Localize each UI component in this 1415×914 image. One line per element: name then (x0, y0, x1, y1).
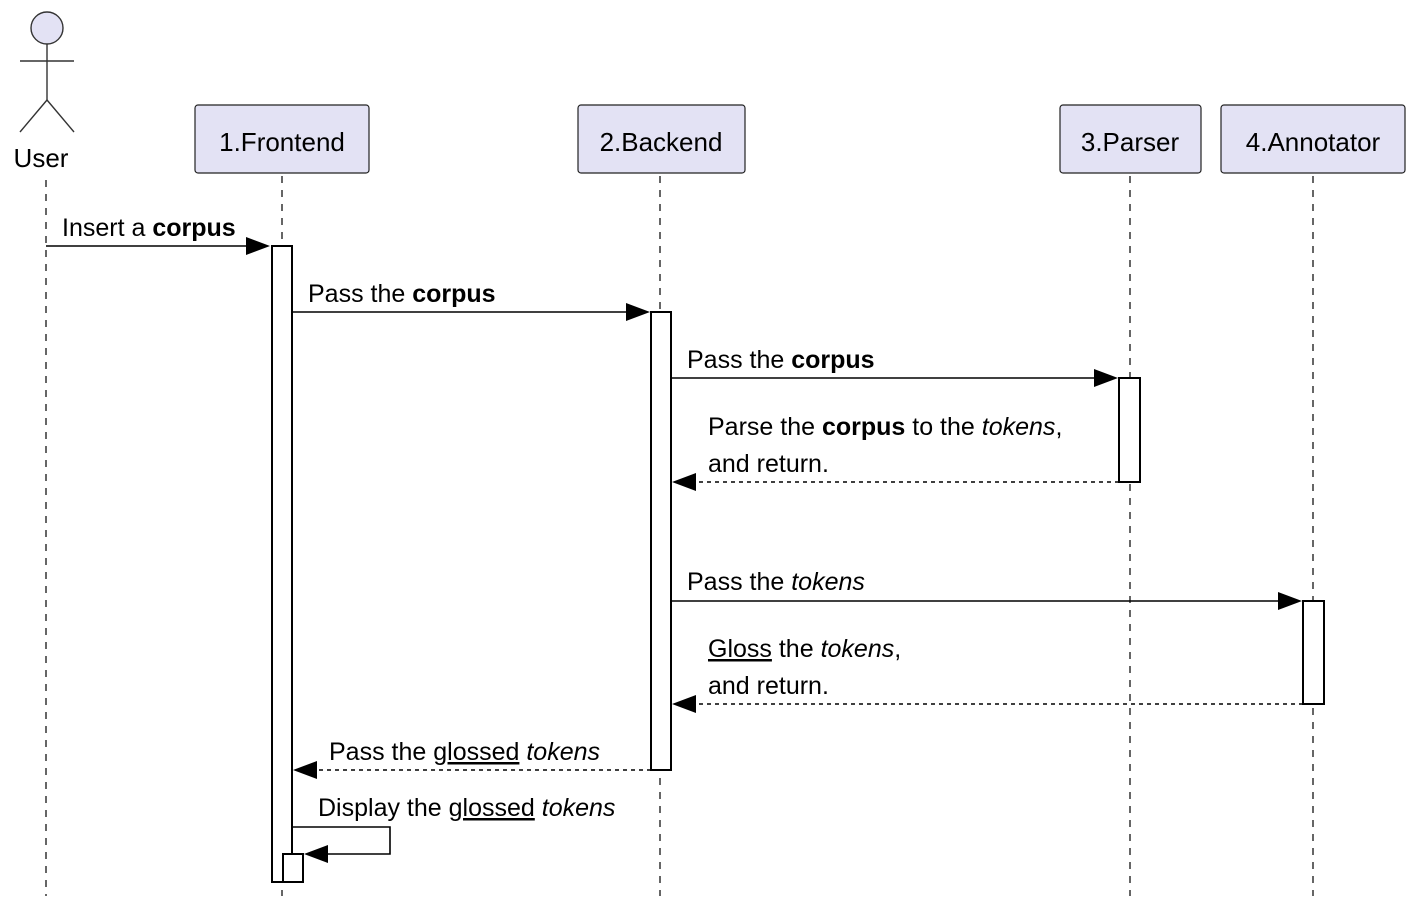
message-pass-glossed-tokens: Pass the glossed tokens (293, 738, 651, 779)
message-pass-corpus-backend: Pass the corpus (292, 280, 650, 321)
activation-backend (650, 311, 672, 771)
svg-text:and return.: and return. (708, 450, 829, 478)
participant-frontend-label: 1.Frontend (219, 127, 345, 157)
participant-parser: 3.Parser (1059, 104, 1202, 174)
participant-user-label: User (14, 143, 69, 173)
svg-text:Pass the corpus: Pass the corpus (308, 280, 496, 308)
message-pass-corpus-parser: Pass the corpus (671, 346, 1118, 387)
svg-text:Display the glossed tokens: Display the glossed tokens (318, 794, 615, 822)
svg-text:Pass the tokens: Pass the tokens (687, 568, 865, 596)
svg-text:Pass the corpus: Pass the corpus (687, 346, 875, 374)
participant-backend: 2.Backend (577, 104, 746, 174)
svg-text:Gloss the tokens,: Gloss the tokens, (708, 635, 901, 663)
svg-text:Pass the glossed tokens: Pass the glossed tokens (329, 738, 600, 766)
message-parse-return: Parse the corpus to the tokens, and retu… (672, 413, 1119, 491)
svg-text:and return.: and return. (708, 672, 829, 700)
message-gloss-return: Gloss the tokens, and return. (672, 635, 1303, 713)
participant-annotator-label: 4.Annotator (1246, 127, 1381, 157)
activation-frontend-self (282, 853, 304, 883)
message-display-glossed-tokens: Display the glossed tokens (292, 794, 615, 863)
message-insert-corpus: Insert a corpus (46, 214, 270, 255)
participant-frontend: 1.Frontend (194, 104, 370, 174)
message-pass-tokens: Pass the tokens (671, 568, 1302, 610)
activation-frontend (271, 245, 293, 883)
participant-annotator: 4.Annotator (1220, 104, 1406, 174)
svg-text:Insert a corpus: Insert a corpus (62, 214, 236, 242)
activation-parser (1118, 377, 1141, 483)
svg-text:Parse the corpus to the tokens: Parse the corpus to the tokens, (708, 413, 1062, 441)
participant-backend-label: 2.Backend (600, 127, 723, 157)
activation-annotator (1302, 600, 1325, 705)
user-actor-icon (19, 11, 75, 133)
participant-parser-label: 3.Parser (1081, 127, 1180, 157)
